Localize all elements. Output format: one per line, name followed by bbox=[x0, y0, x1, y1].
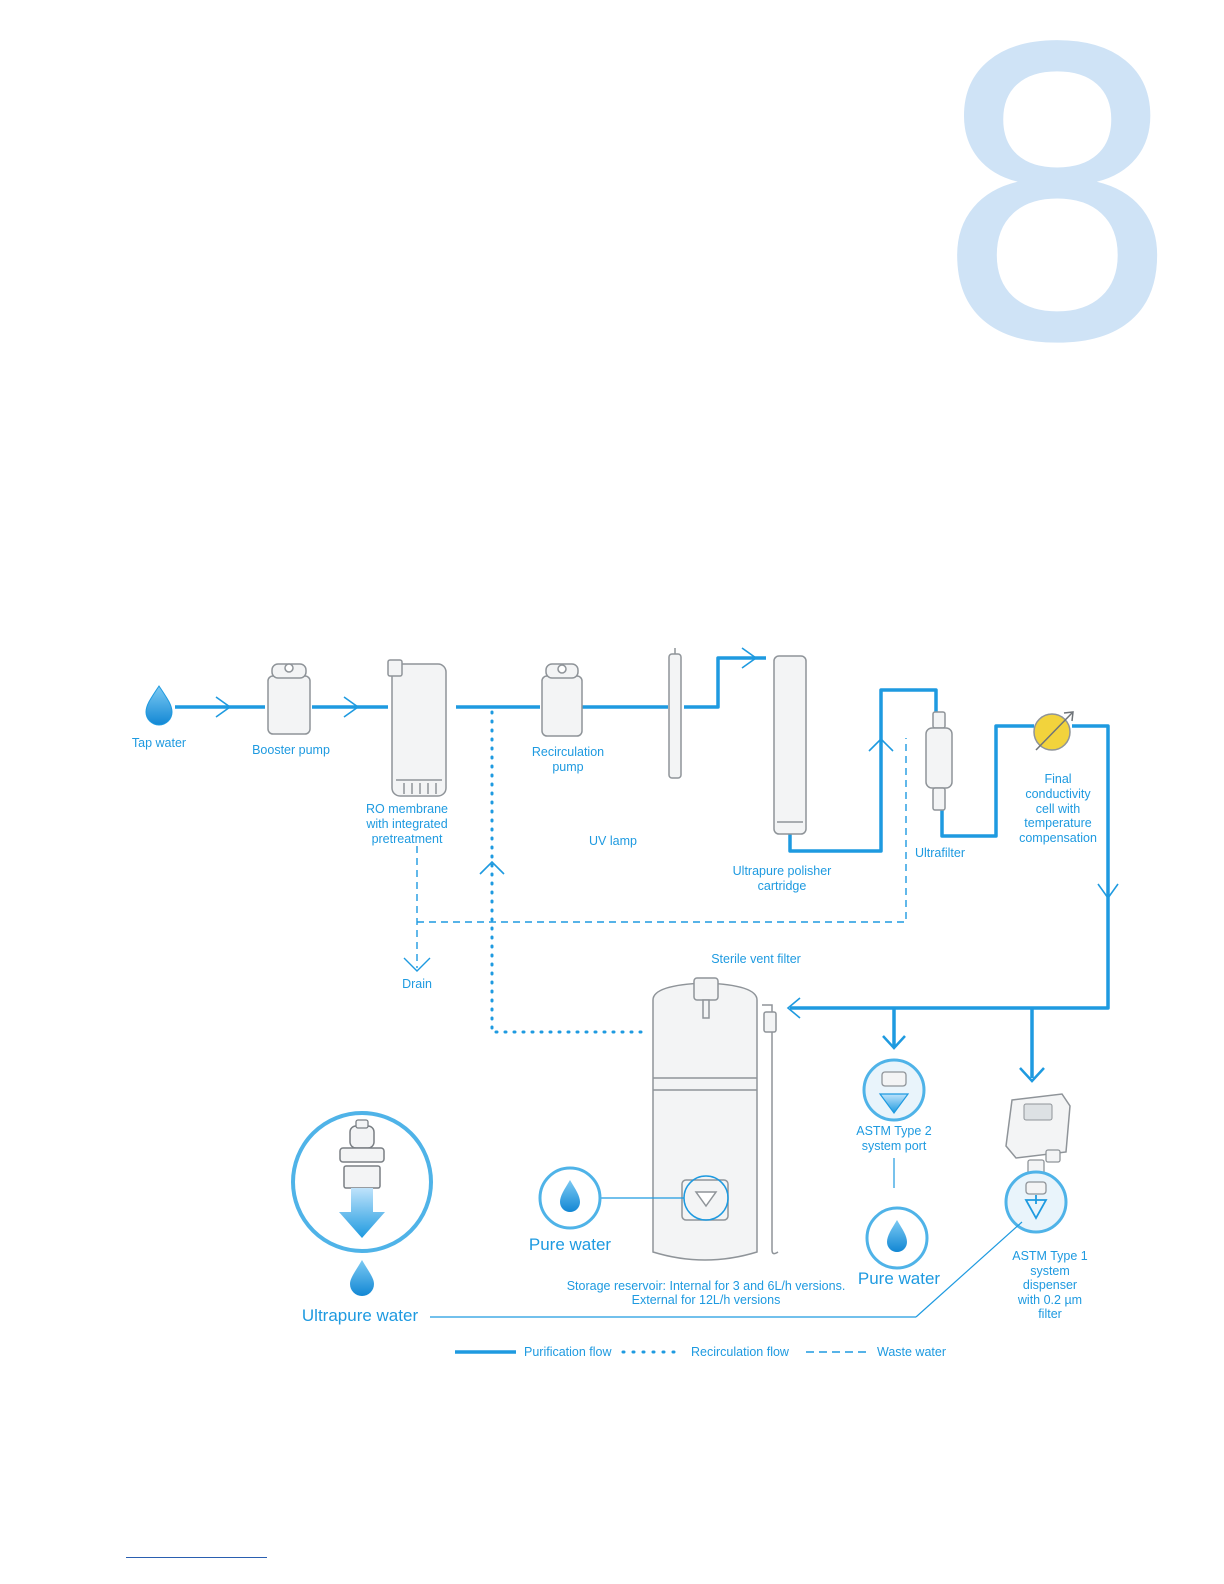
legend-waste-label: Waste water bbox=[877, 1345, 946, 1359]
arrow-drain bbox=[403, 957, 431, 972]
arrow-polisher bbox=[741, 647, 758, 669]
label-type1-line-2: system bbox=[1030, 1264, 1070, 1278]
label-booster-pump: Booster pump bbox=[252, 743, 330, 757]
label-type2-line-1: ASTM Type 2 bbox=[856, 1124, 932, 1138]
label-uv-lamp: UV lamp bbox=[589, 834, 637, 848]
tap-water-drop-icon bbox=[145, 685, 173, 726]
legend-purification-label: Purification flow bbox=[524, 1345, 613, 1359]
legend: Purification flow Recirculation flow Was… bbox=[455, 1345, 946, 1359]
component-labels: Tap water Booster pump RO membrane with … bbox=[132, 736, 1097, 1325]
astm-type2-port-icon bbox=[862, 1058, 926, 1122]
ultrapure-water-icon bbox=[291, 1111, 433, 1296]
connector-ultrapure-diag bbox=[915, 1221, 1023, 1318]
label-polisher-line-1: Ultrapure polisher bbox=[733, 864, 832, 878]
label-recirc-line-1: Recirculation bbox=[532, 745, 604, 759]
footer-rule bbox=[126, 1557, 267, 1558]
flow-uv-to-polisher bbox=[684, 656, 766, 709]
chapter-number: 8 bbox=[930, 0, 1185, 432]
ultrafilter-icon bbox=[925, 711, 953, 811]
pure-water-reservoir-icon bbox=[538, 1166, 602, 1230]
arrow-up-recirculation bbox=[479, 860, 505, 875]
arrow-down-right bbox=[1097, 883, 1119, 900]
label-tap-water: Tap water bbox=[132, 736, 186, 750]
purification-flow-lines bbox=[175, 656, 1110, 1078]
label-ultrafilter: Ultrafilter bbox=[915, 846, 965, 860]
label-drain: Drain bbox=[402, 977, 432, 991]
arrow-tap bbox=[215, 696, 232, 718]
recirculation-flow bbox=[490, 710, 644, 1034]
label-sterile-vent-filter: Sterile vent filter bbox=[711, 952, 801, 966]
label-type1-line-3: dispenser bbox=[1023, 1278, 1077, 1292]
ultrapure-polisher-icon bbox=[773, 655, 807, 835]
pure-water-port-drop-icon bbox=[865, 1206, 929, 1270]
label-conductivity-line-1: Final bbox=[1044, 772, 1071, 786]
storage-reservoir-icon bbox=[652, 977, 779, 1261]
purification-arrows bbox=[215, 647, 1119, 1019]
label-type1-line-1: ASTM Type 1 bbox=[1012, 1249, 1088, 1263]
ro-membrane-icon bbox=[387, 659, 447, 797]
label-ro-line-2: with integrated bbox=[365, 817, 447, 831]
label-ro-line-1: RO membrane bbox=[366, 802, 448, 816]
arrow-booster bbox=[343, 696, 360, 718]
label-type1-line-4: with 0.2 µm bbox=[1017, 1293, 1082, 1307]
booster-pump-icon bbox=[267, 663, 311, 735]
label-polisher-line-2: cartridge bbox=[758, 879, 807, 893]
label-ro-line-3: pretreatment bbox=[372, 832, 443, 846]
arrow-up-ultrafilter bbox=[868, 737, 894, 752]
waste-water-flow bbox=[416, 738, 907, 968]
conductivity-cell-icon bbox=[1033, 711, 1074, 751]
astm-type1-dispenser-icon bbox=[1004, 1093, 1071, 1234]
uv-lamp-icon bbox=[668, 648, 682, 779]
label-conductivity-line-5: compensation bbox=[1019, 831, 1097, 845]
flow-polisher-to-ultrafilter bbox=[788, 688, 938, 853]
label-ultrapure-water: Ultrapure water bbox=[302, 1306, 419, 1325]
recirculation-pump-icon bbox=[541, 663, 583, 737]
label-conductivity-line-2: conductivity bbox=[1025, 787, 1091, 801]
label-type1-line-5: filter bbox=[1038, 1307, 1062, 1321]
label-recirc-line-2: pump bbox=[552, 760, 583, 774]
arrow-left-reservoir bbox=[786, 997, 801, 1019]
label-type2-line-2: system port bbox=[862, 1139, 927, 1153]
label-pure-water-port: Pure water bbox=[858, 1269, 941, 1288]
purification-solid-arrows bbox=[882, 1035, 1045, 1083]
legend-recirculation-label: Recirculation flow bbox=[691, 1345, 790, 1359]
flow-ultrafilter-to-conductivity bbox=[940, 724, 1034, 838]
label-conductivity-line-3: cell with bbox=[1036, 802, 1081, 816]
flow-conductivity-to-distribution bbox=[790, 724, 1110, 1010]
label-storage-line-1: Storage reservoir: Internal for 3 and 6L… bbox=[567, 1279, 846, 1293]
label-storage-line-2: External for 12L/h versions bbox=[632, 1293, 781, 1307]
label-pure-water-reservoir: Pure water bbox=[529, 1235, 612, 1254]
label-conductivity-line-4: temperature bbox=[1024, 816, 1091, 830]
